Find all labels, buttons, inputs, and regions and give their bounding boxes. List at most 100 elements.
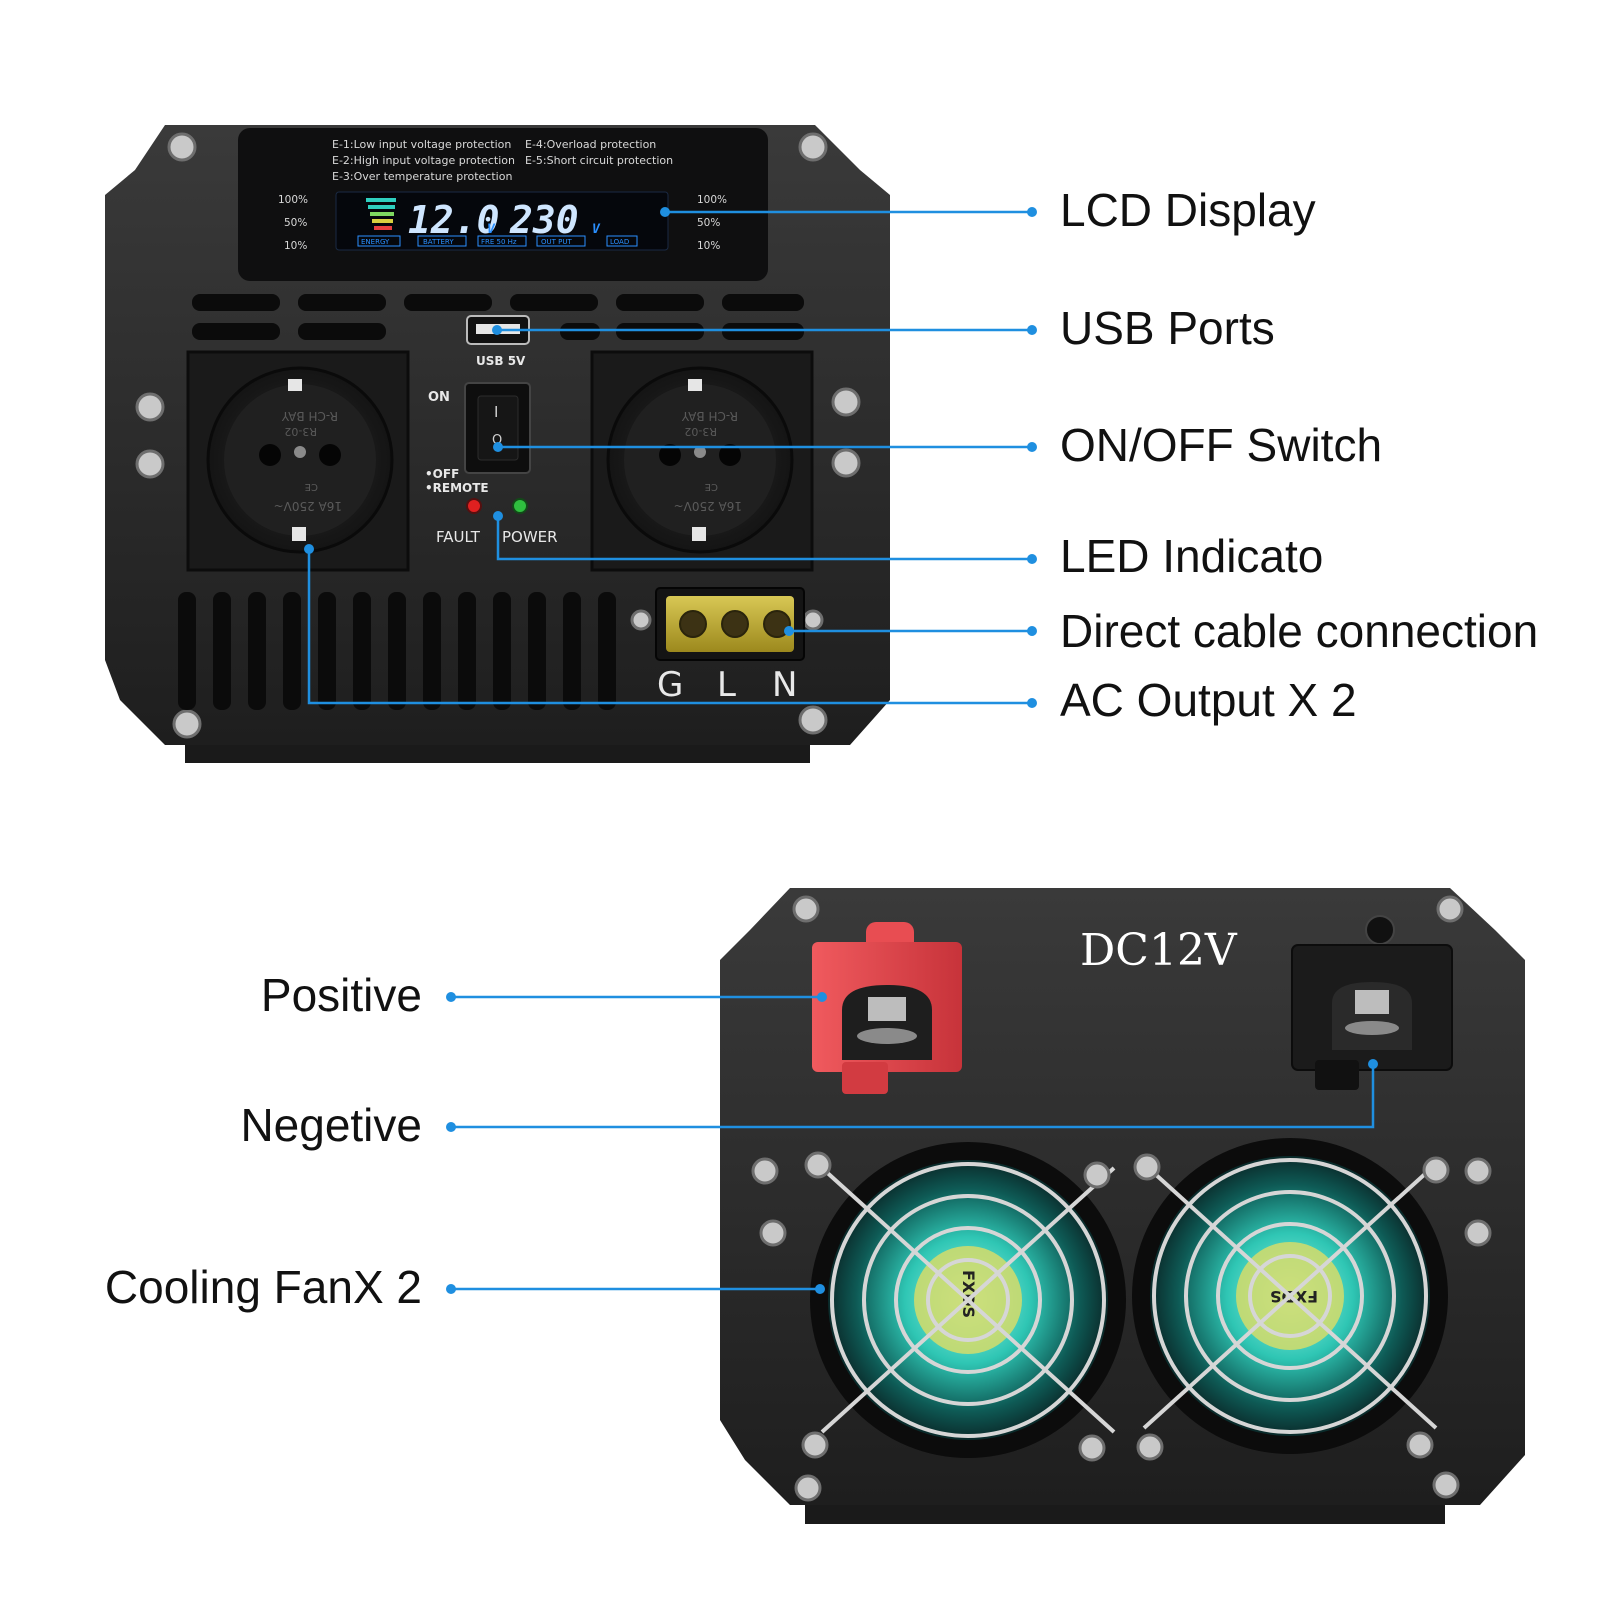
socket-recess	[224, 384, 376, 536]
socket-rating: 16A 250V~	[274, 499, 342, 513]
callout-led-indicator: LED Indicato	[1060, 530, 1324, 582]
guard-ring	[1152, 1158, 1428, 1434]
screw	[1464, 1219, 1492, 1247]
terminal-tab	[842, 1062, 888, 1094]
socket-model: R3-02	[284, 425, 317, 438]
callout-usb-ports: USB Ports	[1060, 302, 1275, 354]
leader-lines	[307, 210, 1375, 1291]
callout-cooling-fan: Cooling FanX 2	[104, 1261, 422, 1313]
vent-slot	[493, 592, 511, 710]
screw	[1078, 1434, 1106, 1462]
leader-dot	[1027, 626, 1037, 636]
power-switch-rocker[interactable]	[477, 395, 519, 461]
ac-socket-right[interactable]: 16A 250V~ CE R3-02 R-CH BAY	[590, 350, 814, 572]
lcd-voltage-unit-1: V	[487, 222, 496, 237]
socket-screw	[294, 446, 306, 458]
terminal-cap	[1365, 915, 1395, 945]
dc-voltage-label: DC12V	[1080, 925, 1238, 976]
fan-screws	[1133, 1153, 1450, 1461]
lcd-output-voltage: 230	[509, 198, 579, 242]
terminal-screw	[721, 610, 749, 638]
vent-slot	[616, 323, 704, 340]
screw	[802, 609, 824, 631]
screw	[135, 392, 165, 422]
guard-ring	[1184, 1190, 1396, 1402]
guard-ring	[1248, 1254, 1332, 1338]
callout-lcd-display: LCD Display	[1060, 184, 1316, 236]
vent-slot	[283, 592, 301, 710]
screw	[831, 387, 861, 417]
callout-positive: Positive	[260, 969, 422, 1021]
terminal-tab	[1315, 1060, 1359, 1090]
switch-off-symbol: O	[492, 433, 502, 448]
leader-dot	[446, 992, 456, 1002]
socket-hole	[319, 444, 341, 466]
leader-dot	[1027, 554, 1037, 564]
guard-ring	[926, 1258, 1010, 1342]
screw	[751, 1157, 779, 1185]
power-led	[512, 498, 528, 514]
screw	[167, 132, 197, 162]
screw	[135, 449, 165, 479]
front-panel: E-1:Low input voltage protection E-2:Hig…	[105, 125, 890, 763]
vent-slot	[248, 592, 266, 710]
socket-screw	[694, 446, 706, 458]
vent-slot	[388, 592, 406, 710]
earth-clip	[288, 379, 302, 391]
earth-clip	[292, 527, 306, 541]
vent-slot	[510, 294, 598, 311]
remote-label: •REMOTE	[425, 481, 489, 495]
error-code-e1: E-1:Low input voltage protection	[332, 138, 511, 151]
earth-clip	[688, 379, 702, 391]
guard-spoke	[1142, 1162, 1438, 1430]
switch-off-label: •OFF	[425, 467, 459, 481]
leader-dot	[492, 325, 502, 335]
lcd-tag-box	[477, 235, 527, 247]
vent-slot	[423, 592, 441, 710]
scale-right-100: 100%	[697, 194, 727, 206]
leader-dot	[493, 511, 503, 521]
scale-right-10: 10%	[697, 240, 720, 252]
socket-markings: 16A 250V~ CE R3-02 R-CH BAY	[674, 409, 742, 513]
leader-dot	[446, 1284, 456, 1294]
terminal-label-g: G	[657, 665, 683, 705]
vent-slot	[298, 294, 386, 311]
positive-terminal[interactable]	[812, 922, 962, 1094]
screw	[798, 705, 828, 735]
ac-socket-left[interactable]: 16A 250V~ CE R3-02 R-CH BAY	[186, 350, 410, 572]
screw	[792, 895, 820, 923]
callout-ac-output: AC Output X 2	[1060, 674, 1357, 726]
error-code-e2: E-2:High input voltage protection	[332, 154, 515, 167]
terminal-screws	[679, 610, 791, 638]
vent-slot	[353, 592, 371, 710]
usb-label: USB 5V	[476, 354, 526, 368]
screw	[1083, 1161, 1111, 1189]
scale-left-10: 10%	[284, 240, 307, 252]
screw	[798, 132, 828, 162]
vent-slot	[458, 592, 476, 710]
leader-dot	[493, 442, 503, 452]
callout-direct-cable: Direct cable connection	[1060, 605, 1539, 657]
fault-led	[466, 498, 482, 514]
socket-rating: 16A 250V~	[674, 499, 742, 513]
error-code-e4: E-4:Overload protection	[525, 138, 656, 151]
vent-slot	[616, 294, 704, 311]
scale-left-50: 50%	[284, 217, 307, 229]
leader-led-indicator	[496, 516, 1032, 561]
leader-dot	[815, 1284, 825, 1294]
cooling-fan-left: FXDS	[801, 1142, 1126, 1462]
guard-ring	[830, 1162, 1106, 1438]
guard-ring	[862, 1194, 1074, 1406]
lcd-battery-voltage: 12.0	[408, 198, 500, 242]
lcd-readout: 12.0 V 230 V	[408, 198, 601, 242]
vent-slot	[178, 592, 196, 710]
leader-dot	[1027, 698, 1037, 708]
negative-terminal[interactable]	[1291, 915, 1453, 1090]
cooling-fan-right: FXDS	[1132, 1138, 1450, 1461]
back-panel: DC12V FXDS	[720, 888, 1525, 1524]
front-screws	[135, 132, 861, 739]
fan-screws	[801, 1151, 1111, 1462]
terminal-washer	[857, 1028, 917, 1044]
vent-slot	[318, 592, 336, 710]
error-code-e3: E-3:Over temperature protection	[332, 170, 512, 183]
